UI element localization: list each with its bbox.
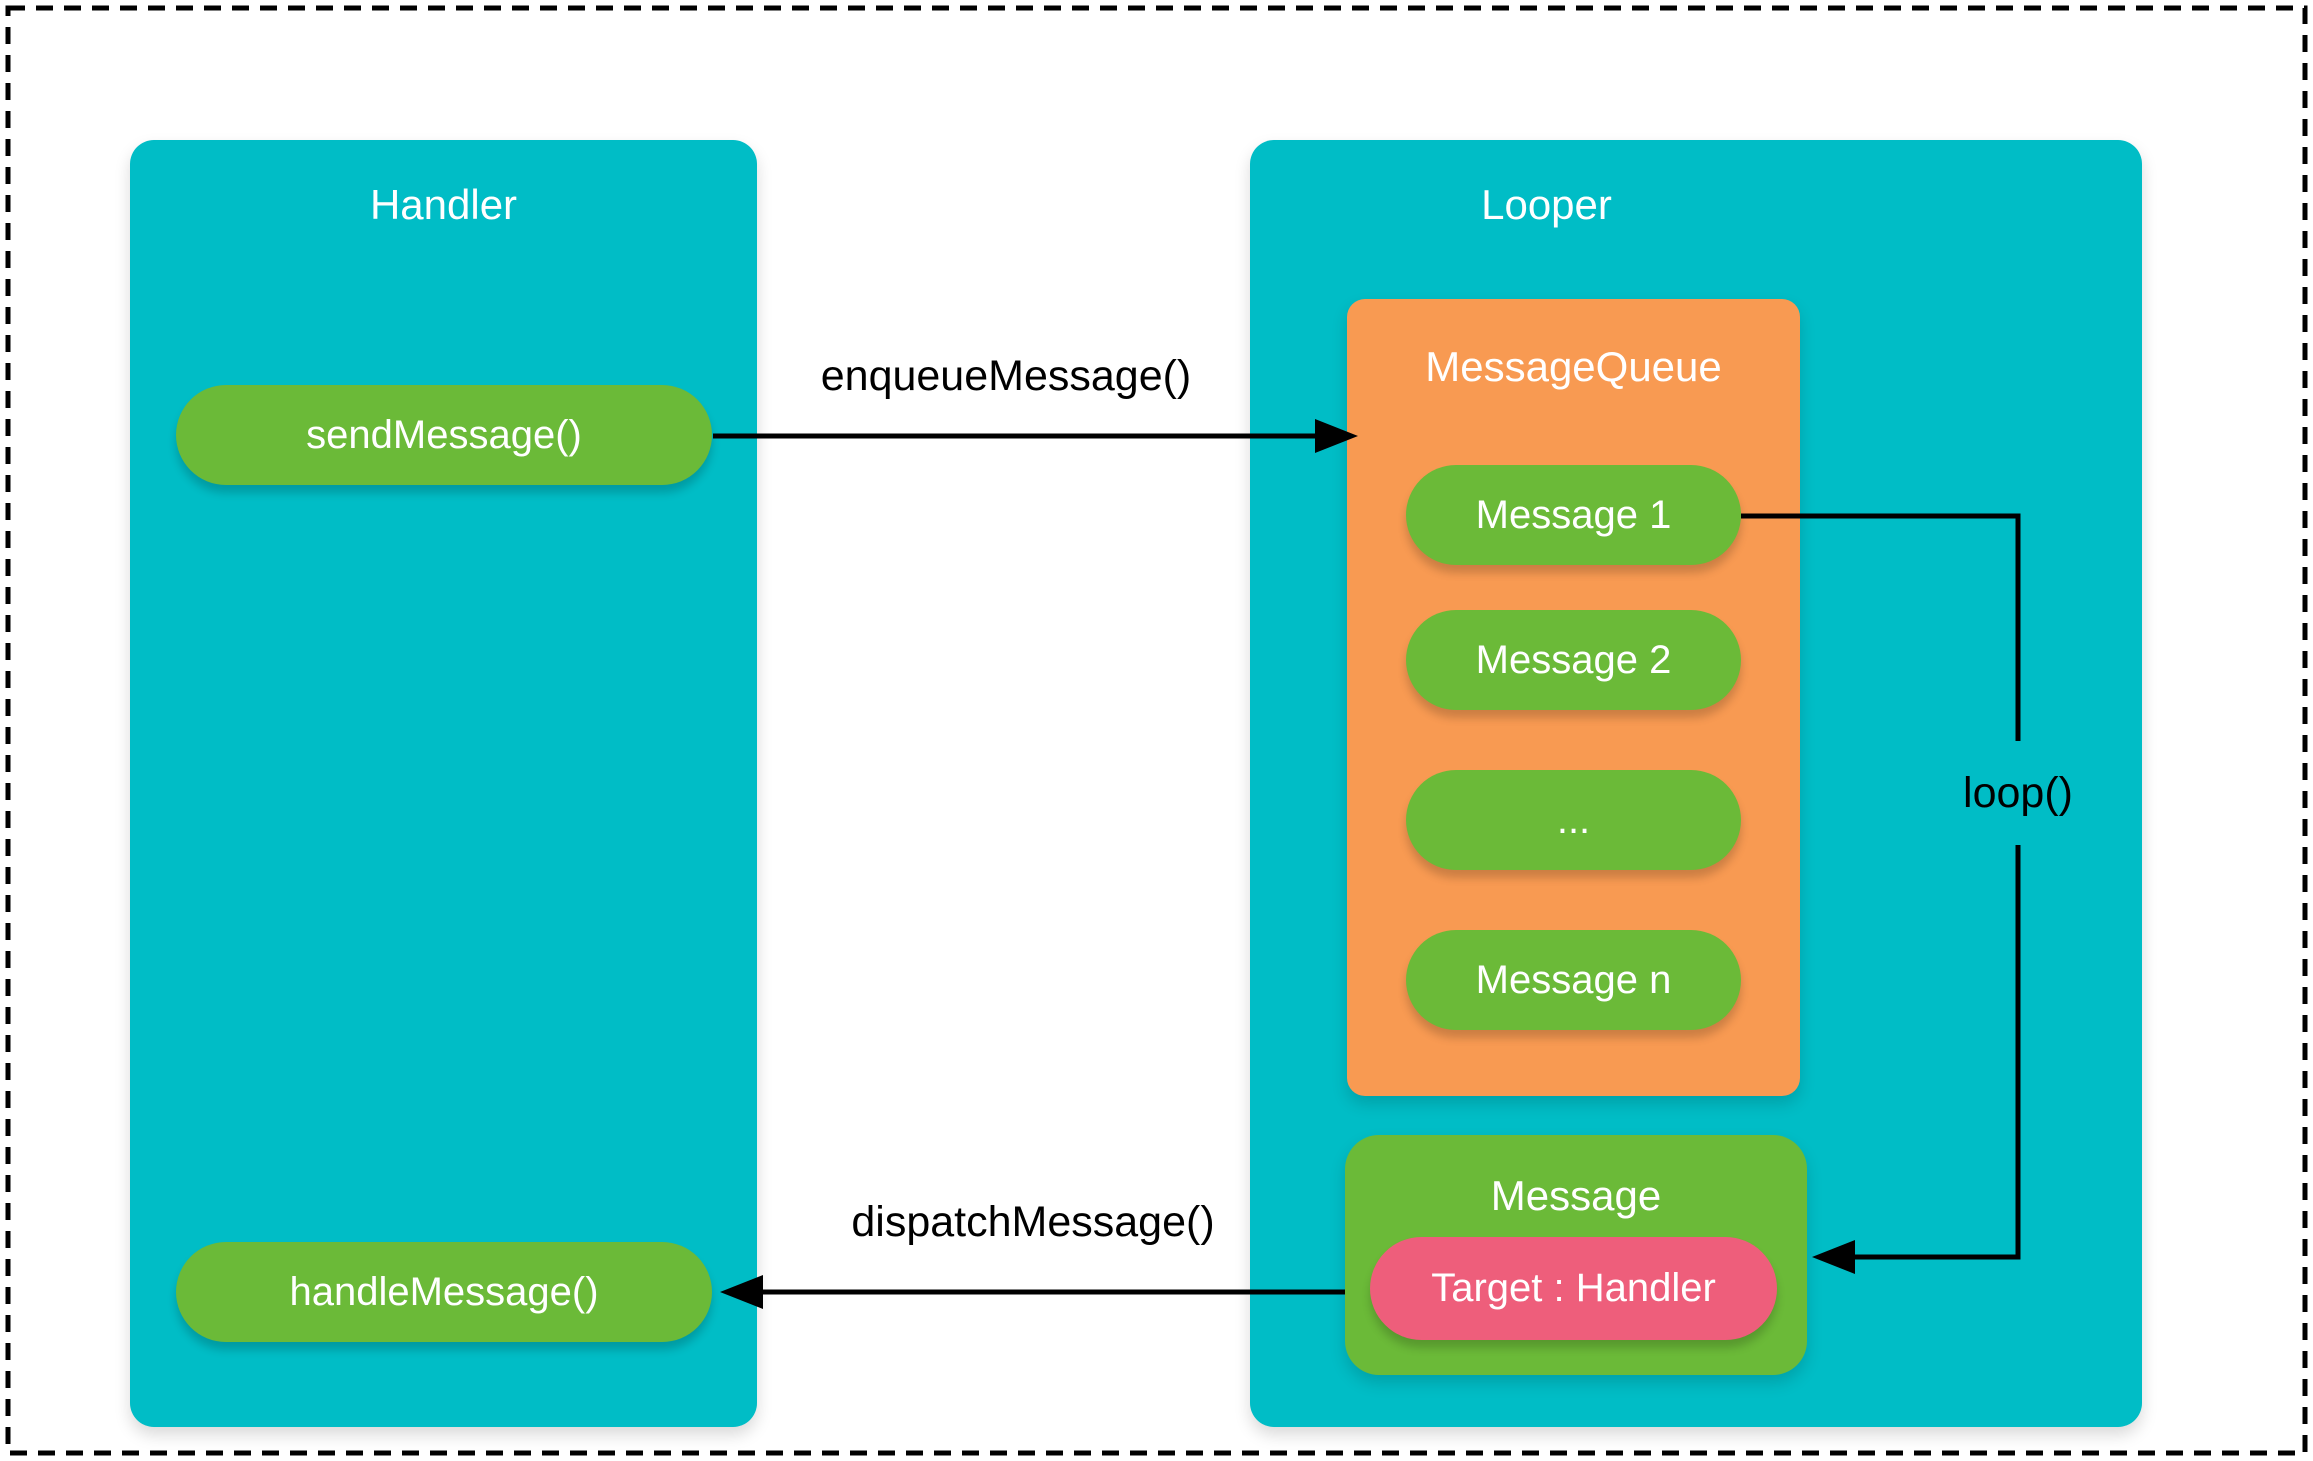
queue-item-pill: Message 1 bbox=[1406, 465, 1741, 565]
message-queue-title: MessageQueue bbox=[1425, 343, 1722, 390]
queue-item-pill: Message 2 bbox=[1406, 610, 1741, 710]
send-message-pill: sendMessage() bbox=[176, 385, 712, 485]
dispatch-message-label: dispatchMessage() bbox=[851, 1198, 1215, 1246]
enqueue-message-label: enqueueMessage() bbox=[820, 352, 1192, 400]
target-handler-pill: Target : Handler bbox=[1370, 1237, 1777, 1340]
handle-message-pill: handleMessage() bbox=[176, 1242, 712, 1342]
message-title: Message bbox=[1490, 1172, 1662, 1219]
handler-title: Handler bbox=[369, 181, 518, 228]
queue-item-pill: ... bbox=[1406, 770, 1741, 870]
looper-title: Looper bbox=[1481, 181, 1612, 228]
queue-item-pill: Message n bbox=[1406, 930, 1741, 1030]
handler-box bbox=[130, 140, 757, 1427]
loop-label: loop() bbox=[1963, 769, 2073, 817]
